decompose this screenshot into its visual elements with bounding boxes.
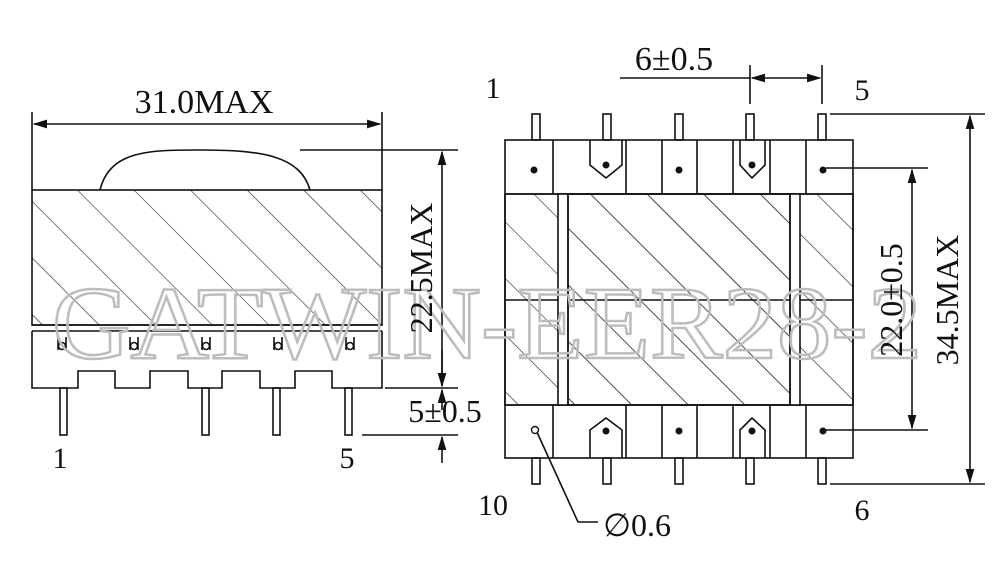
bottom-pin-10-label: 10 xyxy=(478,489,508,522)
pitch-label: 6±0.5 xyxy=(635,41,713,78)
height-label: 22.5MAX xyxy=(403,203,439,334)
pin-length-label: 5±0.5 xyxy=(408,393,482,429)
width-label: 31.0MAX xyxy=(135,84,274,121)
hole-leader xyxy=(535,429,598,523)
pin-10-hole xyxy=(530,425,540,435)
overall-height-label: 34.5MAX xyxy=(929,235,965,366)
inner-height-label: 22.0±0.5 xyxy=(873,243,909,357)
hole-dia-label: ∅0.6 xyxy=(603,507,671,543)
pad-dots xyxy=(530,161,827,435)
side-pin-5-label: 5 xyxy=(340,442,355,475)
watermark-text: GATWIN-EER28-2 xyxy=(52,266,922,381)
bottom-view xyxy=(504,65,985,523)
bottom-pin-5-label: 5 xyxy=(855,74,870,107)
bottom-pad-row xyxy=(552,405,807,458)
bottom-view-top-pins xyxy=(531,113,827,141)
side-view xyxy=(31,112,458,463)
side-pins xyxy=(59,387,353,436)
bottom-view-bottom-pins xyxy=(531,457,827,485)
winding-bump xyxy=(99,149,311,191)
bottom-pin-1-label: 1 xyxy=(486,72,501,105)
side-pin-holes xyxy=(57,337,355,351)
bottom-pin-6-label: 6 xyxy=(855,494,870,527)
top-pad-row xyxy=(552,140,807,194)
side-pin-1-label: 1 xyxy=(53,442,68,475)
